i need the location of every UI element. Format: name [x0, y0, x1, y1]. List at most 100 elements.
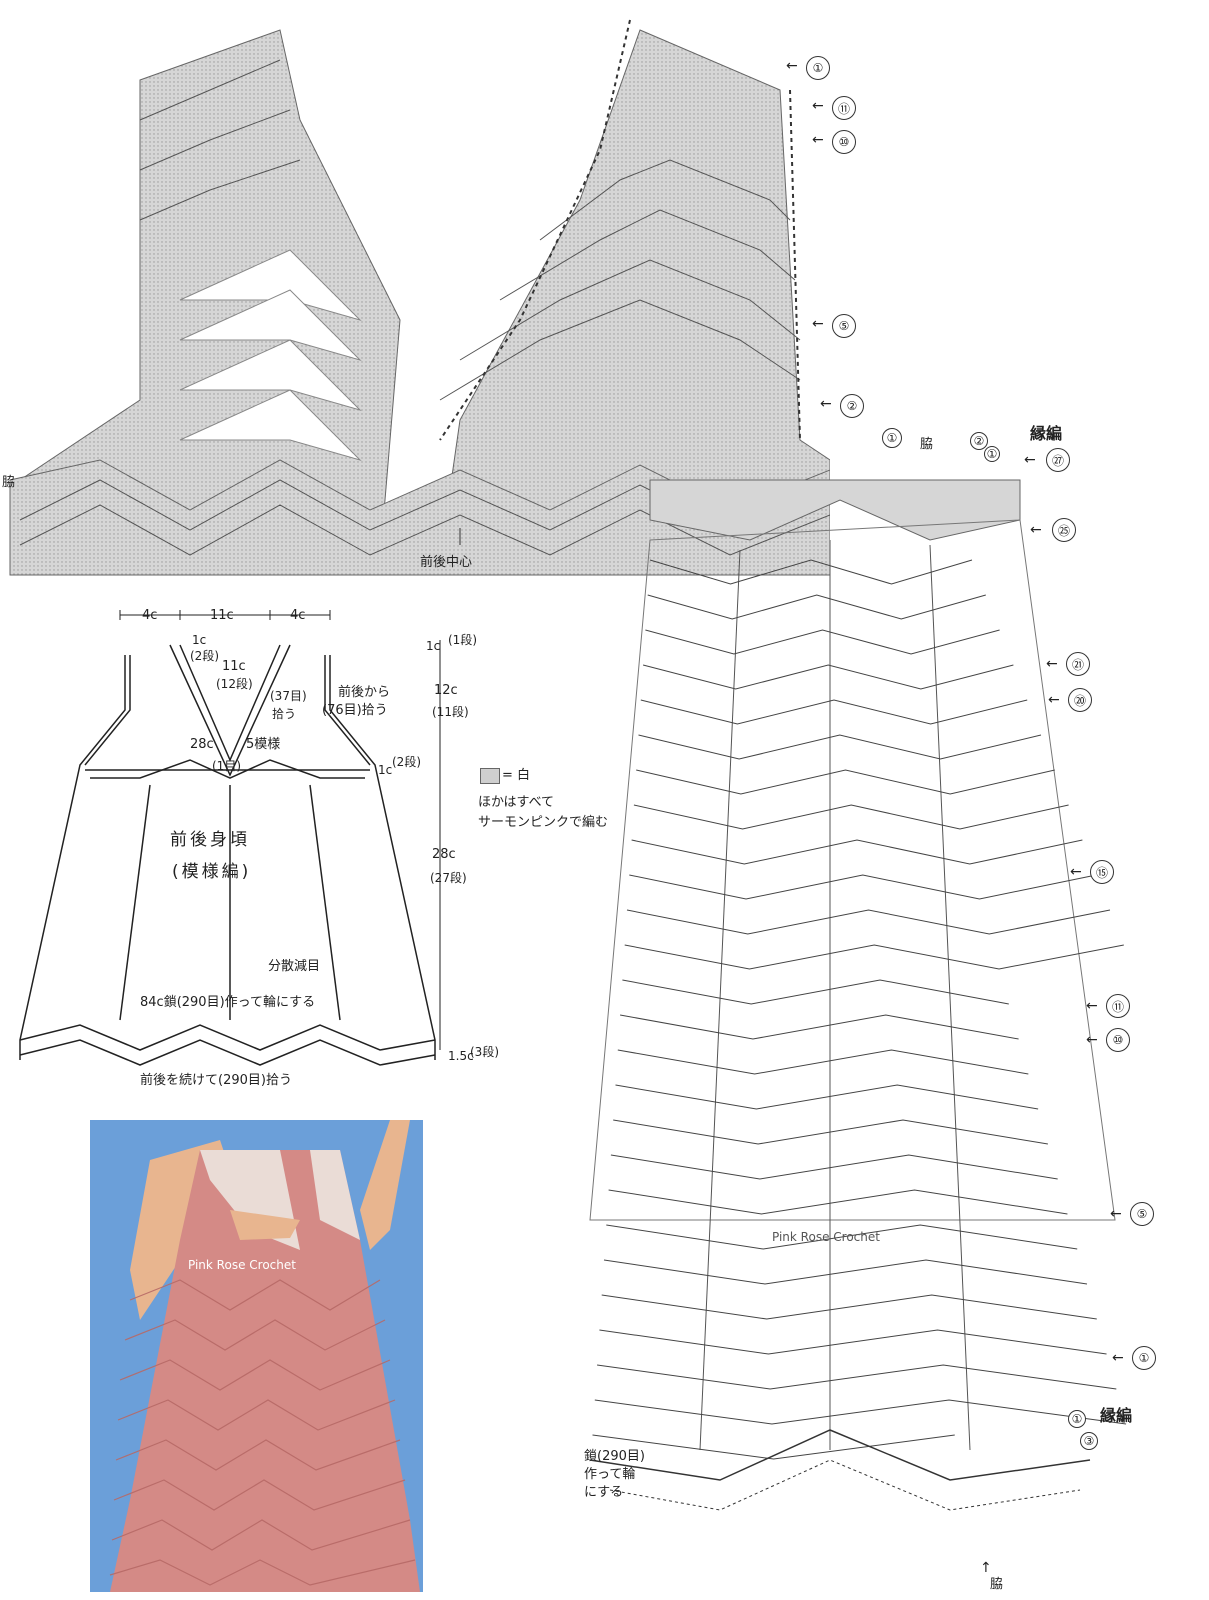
chevron-row — [633, 804, 1069, 830]
edge-label-top: 縁編 — [1030, 424, 1063, 443]
arrow-left-icon: ← — [812, 316, 824, 332]
legend-note1: ほかはすべて — [478, 795, 555, 810]
arrow-left-icon: ← — [1086, 1032, 1098, 1048]
side-label-bottom: 脇 — [990, 1577, 1004, 1592]
chevron-row — [601, 1294, 1097, 1320]
chevron-row — [636, 769, 1055, 795]
top-yoke-chart: 脇 前後中心 ← ① ← ⑪ ← ⑩ ← ⑤ ← ② — [0, 0, 864, 580]
arrow-left-icon: ← — [1086, 998, 1098, 1014]
pick-76-b: (76目)拾う — [322, 703, 388, 718]
neck-rows-2dan: (2段) — [190, 649, 219, 663]
chevron-row — [631, 839, 1083, 865]
watermark-photo: Pink Rose Crochet — [188, 1258, 296, 1272]
schematic — [0, 600, 480, 1100]
arrow-left-icon: ← — [812, 132, 824, 148]
row-marker: ⑳ — [1068, 688, 1092, 712]
chevron-row — [603, 1259, 1088, 1285]
row-marker: ㉗ — [1046, 448, 1070, 472]
chevron-row — [647, 594, 986, 620]
arrow-left-icon: ← — [1110, 1206, 1122, 1222]
chevron-row — [615, 1084, 1039, 1110]
v-depth-11c: 11c — [222, 659, 246, 674]
chevron-row — [626, 909, 1111, 935]
dress-photo: Pink Rose Crochet — [90, 1120, 423, 1592]
arrow-left-icon: ← — [1112, 1350, 1124, 1366]
row-marker: ㉕ — [1052, 518, 1076, 542]
arrow-left-icon: ← — [812, 98, 824, 114]
pick-76: 前後から — [338, 685, 391, 700]
foundation-note-1: 鎖(290目) — [584, 1449, 645, 1464]
chevron-row — [638, 734, 1042, 760]
right-dim-11dan: (11段) — [432, 705, 469, 719]
legend-white: = 白 — [502, 768, 531, 783]
arrow-up-icon: ↑ — [980, 1560, 992, 1576]
width-28c: 28c — [190, 737, 214, 752]
chevron-row — [649, 559, 973, 585]
v-depth-12dan: (12段) — [216, 677, 253, 691]
arrow-left-icon: ← — [820, 396, 832, 412]
right-dim-15c: 1.5c — [448, 1049, 474, 1063]
foundation-note-3: にする — [584, 1485, 624, 1500]
front-back-center-label: 前後中心 — [420, 555, 473, 570]
row-marker: ① — [1132, 1346, 1156, 1370]
dim-4c-left: 4c — [142, 608, 158, 623]
row-marker: ⑩ — [832, 130, 856, 154]
chevron-row — [617, 1049, 1029, 1075]
body-chart — [570, 420, 1209, 1600]
row-marker: ③ — [1080, 1432, 1098, 1450]
arrow-left-icon: ← — [1046, 656, 1058, 672]
side-label-left: 脇 — [2, 475, 16, 490]
watermark-chart: Pink Rose Crochet — [772, 1230, 880, 1244]
chevron-row — [640, 699, 1028, 725]
legend-note2: サーモンピンクで編む — [478, 815, 609, 830]
chevron-row — [606, 1224, 1078, 1250]
arrow-left-icon: ← — [786, 58, 798, 74]
photo-svg — [90, 1120, 423, 1592]
schematic-svg — [19, 610, 441, 1066]
body-subtitle: (模様編) — [172, 862, 252, 882]
row-marker: ⑤ — [1130, 1202, 1154, 1226]
right-dim-1dan: (1段) — [448, 633, 477, 647]
chevron-row — [642, 664, 1014, 690]
pattern-5: 5模様 — [246, 737, 281, 752]
row-marker: ① — [882, 428, 902, 448]
chevron-row — [624, 944, 1124, 970]
body-chart-svg — [589, 479, 1127, 1511]
chevron-row — [599, 1329, 1107, 1355]
chevron-row — [594, 1399, 1127, 1425]
row-marker: ⑪ — [1106, 994, 1130, 1018]
chevron-row — [622, 979, 1009, 1005]
arrow-left-icon: ← — [1048, 692, 1060, 708]
foundation-note-2: 作って輪 — [584, 1467, 636, 1482]
arrow-left-icon: ← — [1070, 864, 1082, 880]
arrow-left-icon: ← — [1024, 452, 1036, 468]
row-marker: ② — [840, 394, 864, 418]
side-rows-1c: 1c — [378, 763, 393, 777]
row-marker: ⑩ — [1106, 1028, 1130, 1052]
pickup-bottom-label: 前後を続けて(290目)拾う — [140, 1073, 292, 1088]
right-dim-28c: 28c — [432, 847, 456, 862]
edge-label-bottom: 縁編 — [1100, 1406, 1133, 1425]
chevron-row — [613, 1119, 1048, 1145]
chevron-row — [645, 629, 1000, 655]
right-dim-3dan: (3段) — [470, 1045, 499, 1059]
foundation-label: 84c鎖(290目)作って輪にする — [140, 995, 316, 1010]
row-marker: ① — [984, 446, 1000, 462]
neck-rows-1c: 1c — [192, 633, 207, 647]
arrow-left-icon: ← — [1030, 522, 1042, 538]
row-marker: ⑮ — [1090, 860, 1114, 884]
side-rows-2dan: (2段) — [392, 755, 421, 769]
right-dim-1c: 1c — [426, 639, 441, 653]
row-marker: ㉑ — [1066, 652, 1090, 676]
top-chart-svg — [9, 19, 830, 576]
one-stitch: (1目) — [212, 759, 241, 773]
body-title: 前後身頃 — [170, 830, 250, 850]
chevron-row — [597, 1364, 1117, 1390]
row-marker: ② — [970, 432, 988, 450]
chevron-row — [620, 1014, 1019, 1040]
dim-4c-right: 4c — [290, 608, 306, 623]
chevron-row — [629, 874, 1097, 900]
right-dim-27dan: (27段) — [430, 871, 467, 885]
row-marker: ① — [806, 56, 830, 80]
pick-37-b: 拾う — [272, 707, 297, 721]
